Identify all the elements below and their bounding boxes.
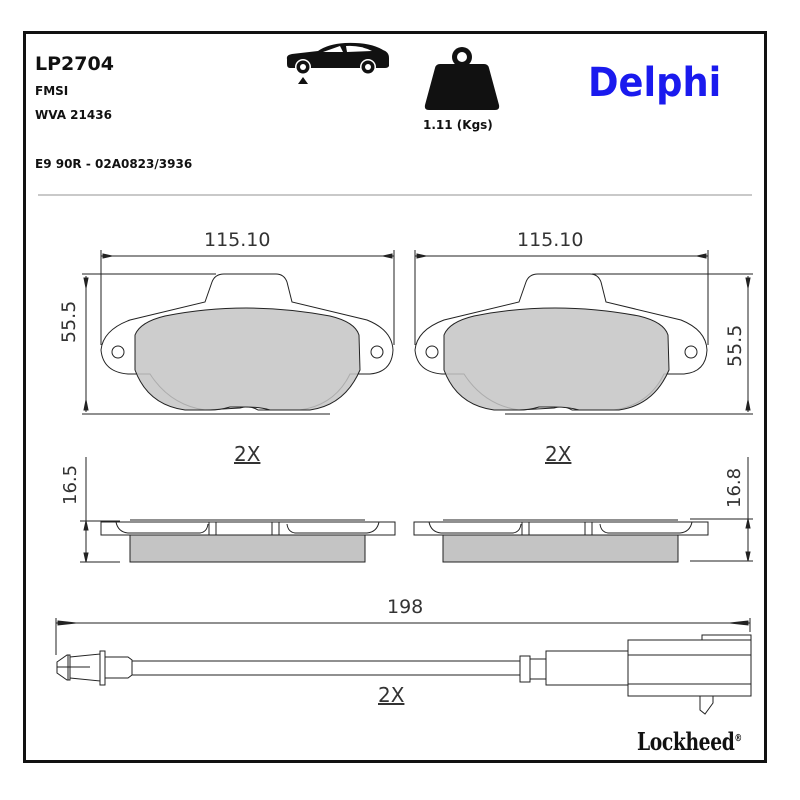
lockheed-logo: Lockheed® <box>637 727 742 756</box>
approval-number: E9 90R - 02A0823/3936 <box>35 157 193 171</box>
right-pad-width-dim: 115.10 <box>517 229 584 251</box>
weight-value: 1.11 (Kgs) <box>423 118 493 132</box>
weight-icon <box>424 47 500 110</box>
brake-pad-left-front-view <box>82 250 395 415</box>
wear-sensor <box>55 618 752 715</box>
sensor-length-dim: 198 <box>387 596 424 618</box>
left-pad-quantity: 2X <box>234 442 261 466</box>
sensor-quantity: 2X <box>378 683 405 707</box>
fmsi-label: FMSI <box>35 84 69 98</box>
brake-pad-right-side-view <box>413 457 753 563</box>
left-pad-width-dim: 115.10 <box>204 229 271 251</box>
part-number: LP2704 <box>35 53 114 75</box>
trademark-symbol: ® <box>734 733 742 744</box>
car-front-axle-icon <box>286 42 389 84</box>
right-pad-height-dim: 55.5 <box>724 324 746 367</box>
right-pad-thickness-dim: 16.8 <box>724 467 745 508</box>
wva-number: WVA 21436 <box>35 108 112 122</box>
left-pad-height-dim: 55.5 <box>58 300 80 343</box>
lockheed-name: Lockheed <box>637 727 735 756</box>
brake-pad-left-side-view <box>80 457 396 563</box>
delphi-logo: Delphi <box>588 60 722 106</box>
brake-pad-right-front-view <box>414 250 753 415</box>
left-pad-thickness-dim: 16.5 <box>60 464 81 505</box>
header-separator <box>38 194 752 196</box>
right-pad-quantity: 2X <box>545 442 572 466</box>
